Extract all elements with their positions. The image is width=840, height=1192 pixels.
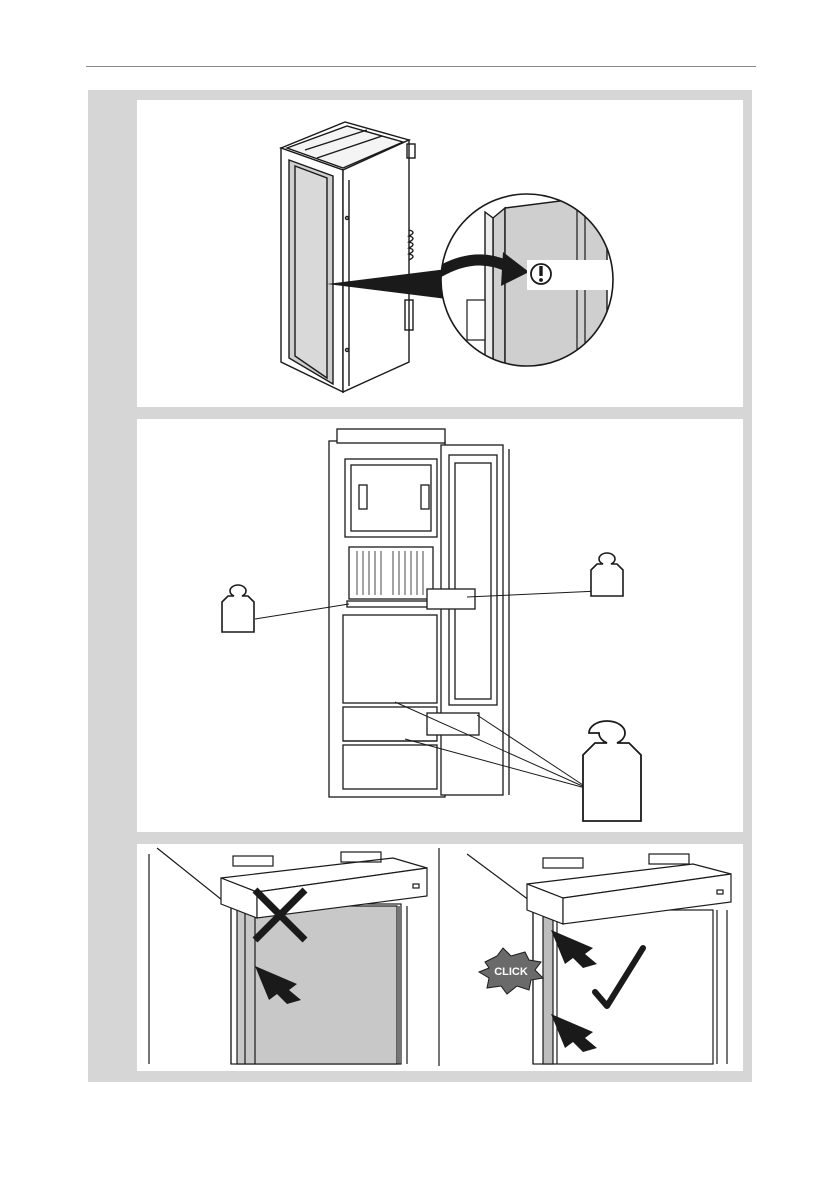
step-1-panel (137, 100, 743, 407)
step-2-panel (137, 419, 743, 832)
weight-icon-small-left (222, 585, 254, 632)
header-rule (86, 66, 756, 67)
attention-icon (531, 264, 551, 284)
click-label: CLICK (494, 966, 528, 978)
weight-icon-small-right (591, 553, 623, 596)
step-2-illustration (137, 419, 743, 832)
step-1-illustration (137, 100, 743, 407)
weight-icon-large (583, 721, 641, 821)
step-3-panel: CLICK (137, 844, 743, 1071)
step-3-illustration: CLICK (137, 844, 743, 1071)
